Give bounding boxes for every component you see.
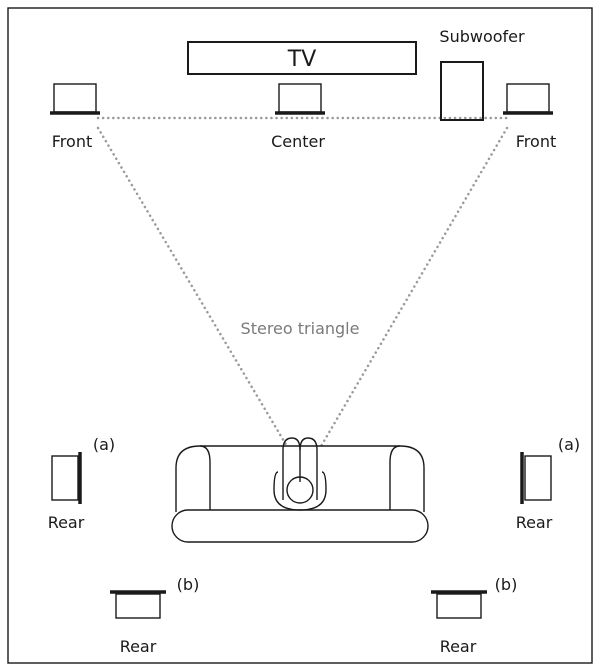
tv-label: TV bbox=[287, 47, 317, 72]
sofa-right-arm bbox=[389, 445, 425, 512]
subwoofer-box bbox=[440, 61, 484, 121]
rear-b-left-speaker: (b) Rear bbox=[110, 575, 199, 656]
front-left-speaker-body bbox=[53, 83, 97, 113]
rear-a-right-speaker-body bbox=[524, 455, 552, 501]
listener-right-arm bbox=[299, 437, 318, 500]
center-speaker-body bbox=[278, 83, 322, 113]
rear-a-left-speaker: (a) Rear bbox=[48, 435, 115, 532]
tv-body bbox=[187, 41, 417, 75]
rear-a-right-speaker: (a) Rear bbox=[516, 435, 580, 532]
subwoofer: Subwoofer bbox=[439, 27, 525, 121]
listener-left-arm bbox=[282, 437, 301, 500]
rear-a-left-label: Rear bbox=[48, 513, 85, 532]
rear-b-right-label: Rear bbox=[440, 637, 477, 656]
rear-a-right-tag: (a) bbox=[558, 435, 580, 454]
rear-b-left-label: Rear bbox=[120, 637, 157, 656]
rear-b-left-tag: (b) bbox=[177, 575, 200, 594]
front-left-label: Front bbox=[52, 132, 92, 151]
listener bbox=[273, 437, 327, 511]
front-right-speaker-body bbox=[506, 83, 550, 113]
front-right-label: Front bbox=[516, 132, 556, 151]
sofa-seat bbox=[171, 509, 429, 543]
rear-b-left-speaker-body bbox=[115, 593, 161, 619]
rear-b-right-tag: (b) bbox=[495, 575, 518, 594]
listener-shoulders bbox=[273, 471, 327, 511]
listener-head bbox=[286, 476, 314, 504]
rear-b-right-speaker: (b) Rear bbox=[431, 575, 517, 656]
left-leg-dotted bbox=[96, 126, 290, 450]
rear-b-right-speaker-body bbox=[436, 593, 482, 619]
tv: TV bbox=[187, 41, 417, 75]
front-right-speaker: Front bbox=[503, 83, 556, 151]
rear-a-left-speaker-body bbox=[51, 455, 79, 501]
stereo-triangle-label: Stereo triangle bbox=[241, 319, 360, 338]
subwoofer-label: Subwoofer bbox=[439, 27, 525, 46]
center-label: Center bbox=[271, 132, 325, 151]
front-left-speaker: Front bbox=[50, 83, 100, 151]
right-leg-dotted bbox=[318, 126, 509, 450]
rear-a-right-label: Rear bbox=[516, 513, 553, 532]
sofa-left-arm bbox=[175, 445, 211, 512]
room-frame bbox=[7, 7, 593, 664]
rear-a-left-tag: (a) bbox=[93, 435, 115, 454]
stereo-triangle-lines bbox=[96, 116, 509, 450]
center-speaker: Center bbox=[271, 83, 325, 151]
